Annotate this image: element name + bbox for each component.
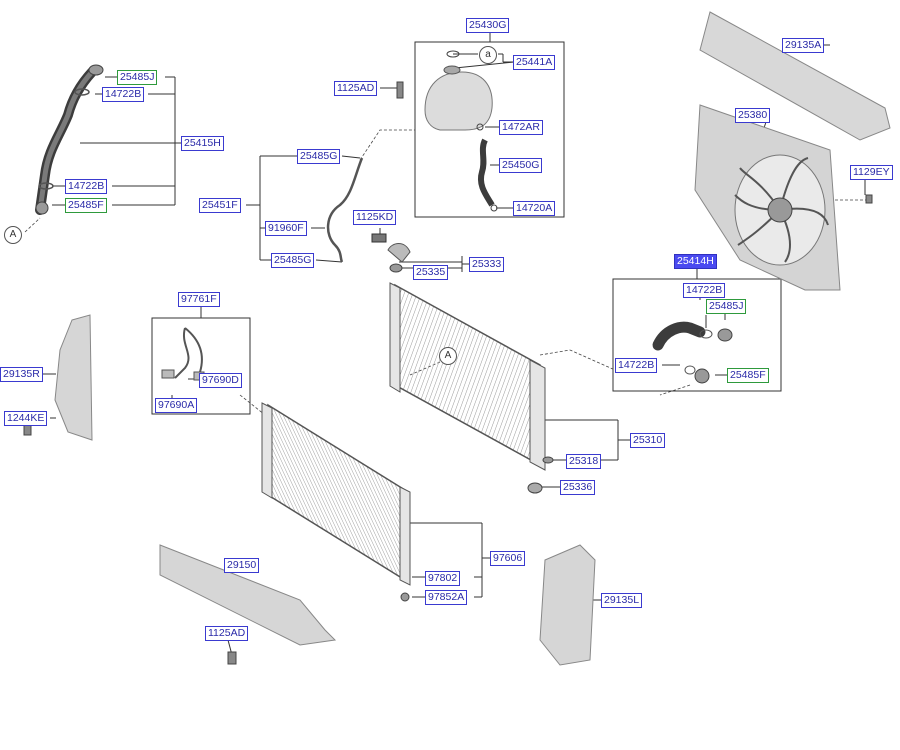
part-label[interactable]: 25430G [466,18,510,33]
lower-shield [159,544,337,646]
part-label[interactable]: 1129EY [850,165,893,180]
callout-a-left: A [4,226,22,244]
part-label[interactable]: 25380 [735,108,771,123]
bolt-1244ke [23,424,32,436]
part-label[interactable]: 25485J [706,299,747,314]
part-label[interactable]: 25485G [297,149,341,164]
part-label[interactable]: 1125KD [353,210,397,225]
part-label[interactable]: 14722B [102,87,145,102]
condenser [261,402,411,602]
part-label[interactable]: 91960F [265,221,307,236]
part-label[interactable]: 1125AD [334,81,378,96]
part-label[interactable]: 14720A [513,201,556,216]
radiator-brackets [371,233,411,273]
upper-hose [35,64,104,215]
radiator [389,282,554,494]
lower-hose [652,321,733,384]
part-label[interactable]: 25415H [181,136,224,151]
wiring-harness [161,327,205,381]
part-label[interactable]: 25335 [413,265,449,280]
part-label[interactable]: 25310 [630,433,666,448]
part-label-highlighted[interactable]: 25414H [674,254,717,269]
part-label[interactable]: 14722B [683,283,726,298]
part-label[interactable]: 14722B [615,358,658,373]
part-label[interactable]: 25441A [513,55,556,70]
part-label[interactable]: 25333 [469,257,505,272]
part-label[interactable]: 97761F [178,292,220,307]
callout-a-radiator: A [439,347,457,365]
part-label[interactable]: 1472AR [499,120,543,135]
part-label[interactable]: 97852A [425,590,468,605]
upper-deflector [699,11,891,141]
bolt-1125ad [227,651,237,665]
part-label[interactable]: 97802 [425,571,461,586]
part-label[interactable]: 29135R [0,367,43,382]
bleed-hose [326,157,364,263]
part-label[interactable]: 25485G [271,253,315,268]
part-label[interactable]: 25336 [560,480,596,495]
part-label[interactable]: 25485F [65,198,107,213]
part-label[interactable]: 25485F [727,368,769,383]
part-label[interactable]: 25451F [199,198,241,213]
right-air-guard [539,544,596,666]
part-label[interactable]: 1125AD [205,626,249,641]
part-label[interactable]: 25318 [566,454,602,469]
fan-assembly [694,104,873,291]
part-label[interactable]: 25485J [117,70,158,85]
part-label[interactable]: 29150 [224,558,260,573]
part-label[interactable]: 25450G [499,158,543,173]
left-air-guard [54,314,93,441]
coolant-reservoir [396,50,498,212]
part-label[interactable]: 97690A [155,398,198,413]
part-label[interactable]: 97606 [490,551,526,566]
part-label[interactable]: 97690D [199,373,242,388]
part-label[interactable]: 29135L [601,593,643,608]
part-label[interactable]: 29135A [782,38,825,53]
callout-a-small: a [479,46,497,64]
part-label[interactable]: 1244KE [4,411,48,426]
part-label[interactable]: 14722B [65,179,108,194]
